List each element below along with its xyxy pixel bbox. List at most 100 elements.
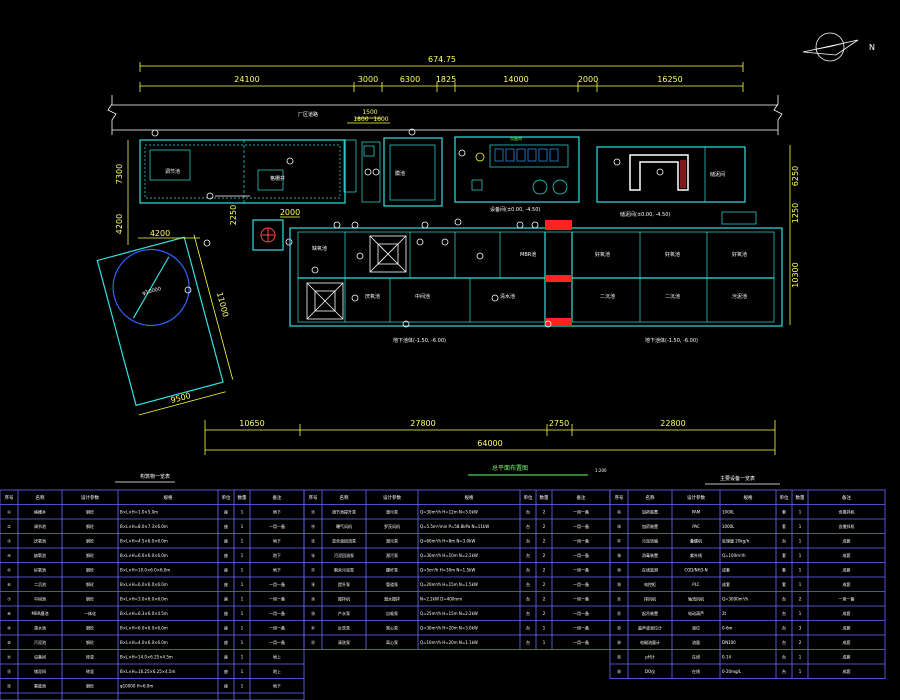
small-dim-2: 1800: [353, 116, 368, 123]
tank-circle-label: φ10000: [142, 286, 162, 297]
plan-title: 总平面布置图 1:200 构筑物一览表 主要设备一览表: [115, 464, 780, 485]
table-cell: ⑪: [7, 654, 11, 660]
table-cell: 座: [224, 581, 228, 587]
table-cell: 1: [241, 611, 244, 616]
dim-right-2: 1250: [791, 203, 800, 223]
table-header-cell: 序号: [615, 494, 624, 501]
elev-bot-right-label: 地下池体(-1.50, -6.00): [645, 337, 698, 344]
table-header-cell: 备注: [273, 494, 282, 501]
unit-small-1: [361, 141, 381, 203]
dim-seg-1: 24100: [234, 75, 259, 84]
table-cell: ㉞: [617, 639, 621, 645]
table-cell: B×L×H=1.0×5.0m: [120, 510, 158, 515]
dim-bot-4: 22800: [660, 419, 685, 428]
table-cell: 1: [799, 510, 802, 515]
table-header-cell: 备注: [842, 494, 851, 501]
svg-text:污泥池: 污泥池: [732, 293, 747, 300]
table-cell: 1: [799, 568, 802, 573]
table-header-cell: 规格: [744, 494, 753, 501]
table-cell: ②: [7, 524, 11, 529]
table-cell: 1: [799, 611, 802, 616]
table-cell: 1000L: [722, 510, 735, 515]
table-cell: 2: [543, 568, 546, 573]
table-cell: ㉗: [617, 538, 621, 544]
table-cell: ④: [7, 553, 11, 558]
table-cell: 曝气风机: [336, 523, 352, 529]
table-cell: 一用一备: [269, 639, 285, 645]
table-cell: 钢砼: [86, 567, 94, 573]
table-cell: ㉑: [311, 625, 315, 631]
table-cell: 离心泵: [386, 639, 398, 645]
table-header-cell: 单位: [780, 494, 789, 501]
table-cell: B×L×H=6.3×6.0×4.5m: [120, 611, 168, 616]
table-cell: 座: [224, 654, 228, 660]
table-cell: ㊱: [617, 668, 621, 674]
table-cell: ㉝: [617, 625, 621, 631]
table-cell: COD/NH3-N: [684, 568, 707, 573]
table-cell: 2: [543, 582, 546, 587]
table-cell: 潜污泵: [386, 509, 398, 515]
building-sludge-room: 储泥间 储泥间(±0.00, -4.50): [596, 146, 757, 225]
table-cell: 1: [543, 626, 546, 631]
table-cell: PAC: [692, 524, 700, 529]
table-cell: 一用一备: [269, 596, 285, 602]
table-cell: Q=100m³/h: [722, 553, 746, 558]
table-cell: 二沉池: [34, 581, 46, 587]
table-cell: 台: [526, 538, 530, 544]
table-cell: 台: [782, 654, 786, 660]
table-cell: Q=30m³/h H=10m N=2.2kW: [420, 553, 478, 558]
table-cell: B×L×H=3.0×6.0×6.0m: [120, 597, 168, 602]
table-cell: 电磁流量计: [640, 639, 660, 645]
table-header-cell: 设计参数: [383, 494, 401, 501]
table-cell: 一用一备: [573, 625, 589, 631]
dim-right-3: 10300: [791, 262, 800, 287]
table-cell: ⑥: [7, 582, 11, 587]
dim-left-2: 4200: [115, 214, 124, 234]
table-cell: ⑬: [311, 509, 315, 515]
bottom-dimensions: 10650 27800 2750 22800 64000: [204, 419, 776, 455]
table-cell: Q=5.5m³/min P=58.8kPa N=11kW: [420, 524, 489, 529]
overall-dim-text: 674.75: [428, 55, 456, 64]
table-cell: 紫外线: [690, 552, 702, 558]
table-cell: ⑱: [311, 581, 315, 587]
table-cell: ㉚: [617, 581, 621, 587]
table-cell: Q=5m³/h H=30m N=1.5kW: [420, 568, 475, 573]
svg-text:厌氧池: 厌氧池: [365, 293, 380, 300]
table-cell: DO仪: [645, 669, 655, 674]
table-cell: B×L×H=16.25×6.25×4.5m: [120, 669, 175, 674]
table-cell: 1: [241, 568, 244, 573]
table-cell: 钢砼: [86, 683, 94, 689]
table-cell: 台: [526, 567, 530, 573]
table-cell: 1: [799, 669, 802, 674]
table-cell: 地下: [273, 509, 281, 515]
dim-bot-3: 2750: [549, 419, 569, 428]
table-cell: 成套: [843, 668, 851, 674]
svg-text:缺氧池: 缺氧池: [312, 245, 327, 252]
table-cell: 台: [526, 552, 530, 558]
table-cell: 1: [241, 640, 244, 645]
table-cell: 0-6m: [722, 626, 733, 631]
table-cell: 一用一备: [573, 639, 589, 645]
table-cell: 1: [799, 524, 802, 529]
table-cell: 一用一备: [573, 552, 589, 558]
top-segment-dimensions: 24100 3000 6300 1825 14000 2000 16250: [139, 75, 744, 92]
table-right-title: 主要设备一览表: [720, 475, 755, 482]
table-cell: 一用一备: [269, 523, 285, 529]
table-cell: 地下: [273, 683, 281, 689]
table-cell: 液位: [692, 625, 700, 631]
table-cell: 钢砼: [86, 523, 94, 529]
table-cell: 电动葫芦: [688, 610, 704, 616]
table-cell: 清水池: [34, 625, 46, 631]
table-cell: φ10000 H=6.0m: [120, 684, 153, 689]
table-cell: 一体化: [84, 610, 96, 616]
table-cell: 电控柜: [644, 581, 656, 587]
table-cell: PLC: [692, 582, 700, 587]
svg-text:好氧池: 好氧池: [665, 251, 680, 258]
table-cell: Q=3000m³/h: [722, 597, 749, 602]
north-label: N: [869, 43, 875, 52]
accident-tank: φ10000 11000 9500 4200: [96, 229, 234, 416]
table-cell: 一用一备: [573, 610, 589, 616]
table-cell: B×L×H=6.0×6.0×6.0m: [120, 582, 168, 587]
table-header-cell: 名称: [340, 494, 349, 501]
svg-text:清水池: 清水池: [500, 293, 515, 300]
